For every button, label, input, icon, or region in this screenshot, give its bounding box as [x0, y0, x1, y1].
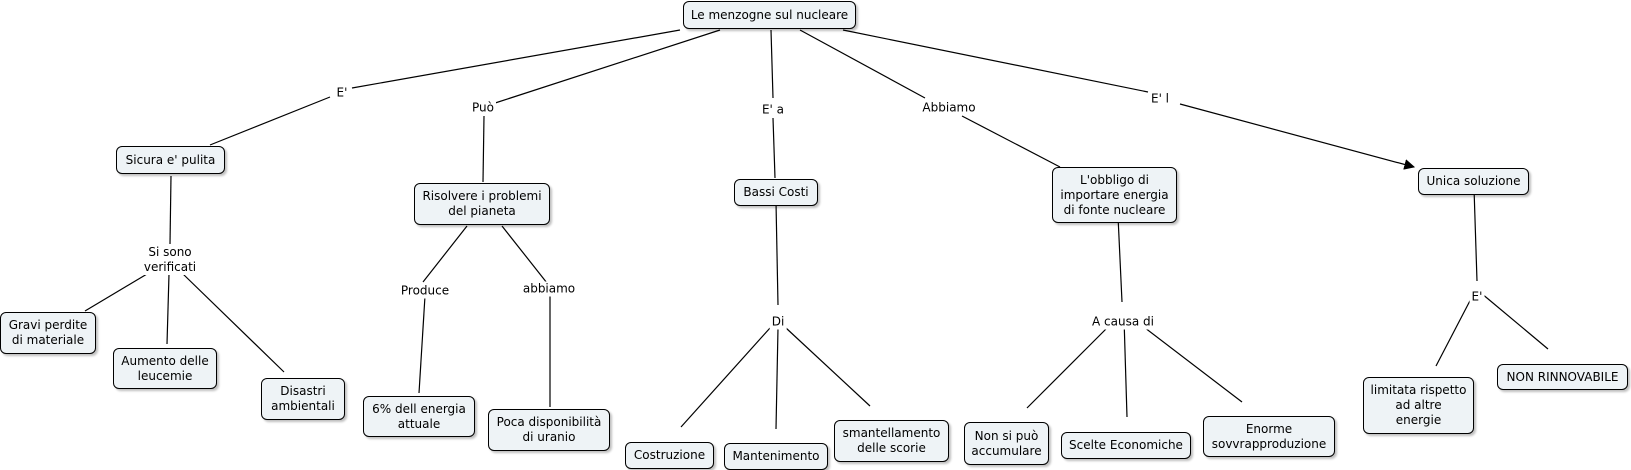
- link-phrase-a-causa-di: A causa di: [1090, 314, 1156, 330]
- link-phrase-abbiamo-2: abbiamo: [520, 281, 578, 297]
- connector-line: [772, 117, 776, 179]
- connector-line: [418, 295, 426, 394]
- connector-line: [775, 201, 779, 306]
- concept-uranio[interactable]: Poca disponibilità di uranio: [488, 409, 610, 451]
- connector-line: [169, 175, 172, 245]
- link-phrase-di: Di: [769, 314, 787, 330]
- connector-line: [84, 273, 148, 312]
- connector-line: [1123, 317, 1128, 418]
- connector-line: [799, 29, 926, 99]
- link-phrase-e-l: E' l: [1148, 91, 1172, 107]
- concept-scelte-economiche[interactable]: Scelte Economiche: [1061, 432, 1191, 459]
- concept-non-rinnovabile[interactable]: NON RINNOVABILE: [1497, 364, 1628, 390]
- concept-bassi-costi[interactable]: Bassi Costi: [734, 179, 818, 206]
- connector-line: [209, 96, 331, 146]
- connector-line: [1435, 292, 1475, 367]
- link-phrase-abbiamo: Abbiamo: [920, 100, 978, 116]
- connector-line: [961, 115, 1061, 168]
- link-phrase-e: E': [334, 85, 350, 101]
- concept-gravi-perdite[interactable]: Gravi perdite di materiale: [0, 312, 96, 354]
- connector-line: [842, 29, 1149, 93]
- concept-mantenimento[interactable]: Mantenimento: [724, 443, 828, 470]
- concept-smantellamento[interactable]: smantellamento delle scorie: [834, 420, 949, 462]
- concept-disastri[interactable]: Disastri ambientali: [261, 378, 345, 420]
- concept-limitata[interactable]: limitata rispetto ad altre energie: [1363, 377, 1474, 434]
- connector-line: [775, 327, 779, 430]
- connector-line: [785, 327, 871, 407]
- link-phrase-verificati: Si sono verificati: [141, 245, 199, 275]
- concept-unica-soluzione[interactable]: Unica soluzione: [1418, 168, 1529, 195]
- link-phrase-puo: Può: [470, 100, 496, 116]
- connector-line: [770, 29, 774, 99]
- connector-line: [351, 29, 681, 89]
- connector-line: [422, 225, 468, 283]
- concept-risolvere[interactable]: Risolvere i problemi del pianeta: [414, 183, 550, 225]
- connector-line: [1473, 187, 1478, 282]
- concept-obbligo[interactable]: L'obbligo di importare energia di fonte …: [1052, 167, 1177, 223]
- concept-non-accumulare[interactable]: Non si può accumulare: [964, 422, 1049, 465]
- connector-line: [1026, 317, 1118, 409]
- concept-6-percento[interactable]: 6% dell energia attuale: [363, 396, 475, 437]
- connector-line: [482, 115, 485, 183]
- connector-line: [1117, 215, 1123, 303]
- link-phrase-e-a: E' a: [759, 102, 787, 118]
- connector-line: [680, 327, 771, 428]
- concept-root[interactable]: Le menzogne sul nucleare: [683, 1, 856, 29]
- connector-line: [182, 273, 285, 373]
- concept-sicura[interactable]: Sicura e' pulita: [116, 146, 225, 174]
- connector-line: [1131, 317, 1243, 403]
- link-phrase-e-2: E': [1469, 289, 1485, 305]
- connector-line: [166, 273, 170, 345]
- connector-line: [1179, 103, 1416, 170]
- concept-sovvrapproduzione[interactable]: Enorme sovvrapproduzione: [1203, 416, 1335, 457]
- concept-costruzione[interactable]: Costruzione: [625, 442, 714, 469]
- link-phrase-produce: Produce: [398, 283, 452, 299]
- connector-line: [501, 225, 548, 284]
- connector-line: [1480, 292, 1549, 350]
- connector-line: [491, 29, 721, 105]
- concept-leucemie[interactable]: Aumento delle leucemie: [113, 348, 217, 389]
